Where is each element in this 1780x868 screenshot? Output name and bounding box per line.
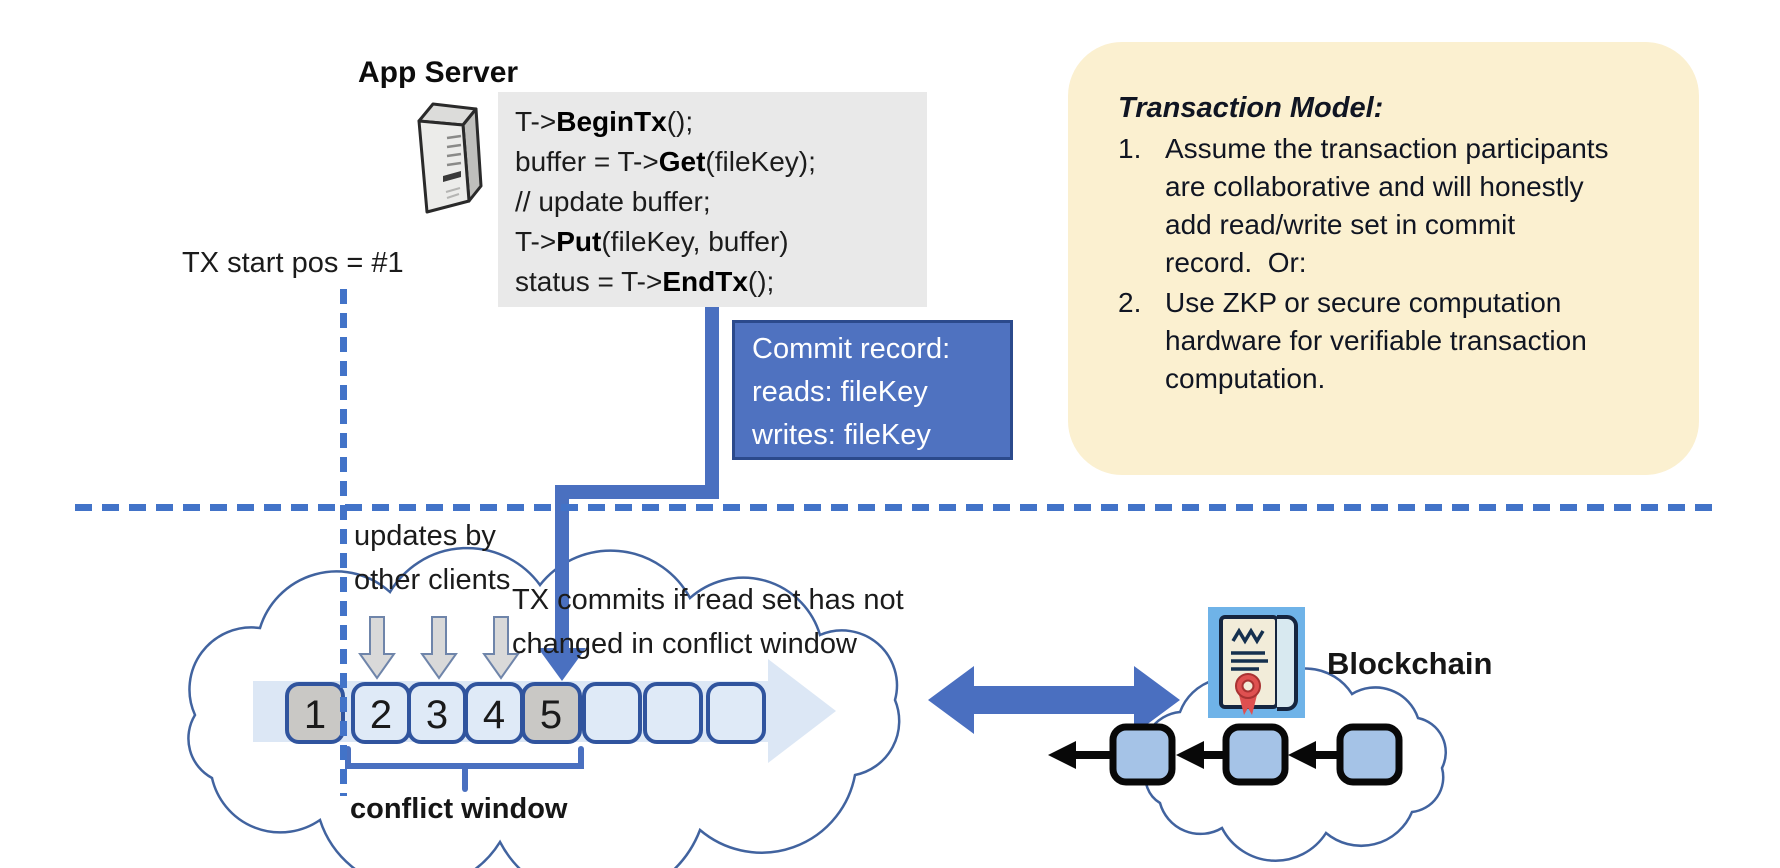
note-title: Transaction Model: — [1118, 92, 1384, 124]
server-icon — [417, 102, 483, 214]
code-line: T->Put(fileKey, buffer) — [515, 226, 789, 257]
transaction-model-note: Transaction Model: 1. Assume the transac… — [1068, 42, 1699, 475]
commit-record-reads: reads: fileKey — [752, 376, 928, 408]
note-item-text: Assume the transaction participants are … — [1165, 133, 1609, 278]
block-number: 5 — [540, 693, 562, 737]
note-item-number: 1. — [1118, 133, 1142, 164]
tx-commits-condition-label: TX commits if read set has not changed i… — [512, 584, 904, 660]
note-item: 1. Assume the transaction participants a… — [1118, 130, 1659, 282]
block-number: 1 — [304, 693, 326, 737]
conflict-window-label: conflict window — [350, 793, 568, 825]
chain-block — [1222, 723, 1289, 786]
chain-block — [1336, 723, 1403, 786]
transaction-code-box: T->BeginTx(); buffer = T->Get(fileKey); … — [498, 92, 927, 307]
tx-start-pos-label: TX start pos = #1 — [182, 247, 404, 279]
timeline-block-5 — [521, 682, 582, 744]
note-item-number: 2. — [1118, 287, 1142, 318]
sync-double-arrow — [928, 666, 1180, 734]
conflict-window-brace — [345, 746, 584, 792]
timeline-block-1 — [285, 682, 345, 744]
timeline-block-8 — [706, 682, 766, 744]
update-arrow-icon — [420, 616, 458, 680]
update-arrow-icon — [358, 616, 396, 680]
timeline-block-6 — [582, 682, 642, 744]
commit-record-title: Commit record: — [752, 333, 951, 365]
note-item-text: Use ZKP or secure computation hardware f… — [1165, 287, 1587, 394]
certificate-icon — [1208, 607, 1305, 718]
code-line: buffer = T->Get(fileKey); — [515, 146, 816, 177]
block-number: 4 — [483, 693, 505, 737]
updates-by-other-clients-label: updates by other clients — [354, 520, 511, 596]
update-arrow-icon — [482, 616, 520, 680]
update-arrows — [358, 616, 520, 680]
chain-links — [1048, 741, 1340, 769]
commit-connector-arrow — [538, 304, 719, 681]
note-item: 2. Use ZKP or secure computation hardwar… — [1118, 284, 1659, 398]
timeline-block-7 — [643, 682, 703, 744]
code-line: status = T->EndTx(); — [515, 266, 775, 297]
blockchain-label: Blockchain — [1327, 646, 1493, 681]
code-line: T->BeginTx(); — [515, 106, 694, 137]
timeline-blocks: 1 2 3 4 5 — [285, 682, 766, 744]
code-line: // update buffer; — [515, 186, 711, 217]
app-server-label: App Server — [358, 56, 519, 89]
block-number: 2 — [370, 693, 392, 737]
chain-blocks — [1109, 723, 1403, 786]
block-number: 3 — [426, 693, 448, 737]
commit-record-writes: writes: fileKey — [752, 419, 931, 451]
chain-block — [1109, 723, 1176, 786]
commit-record-box: Commit record: reads: fileKey writes: fi… — [732, 320, 1013, 460]
